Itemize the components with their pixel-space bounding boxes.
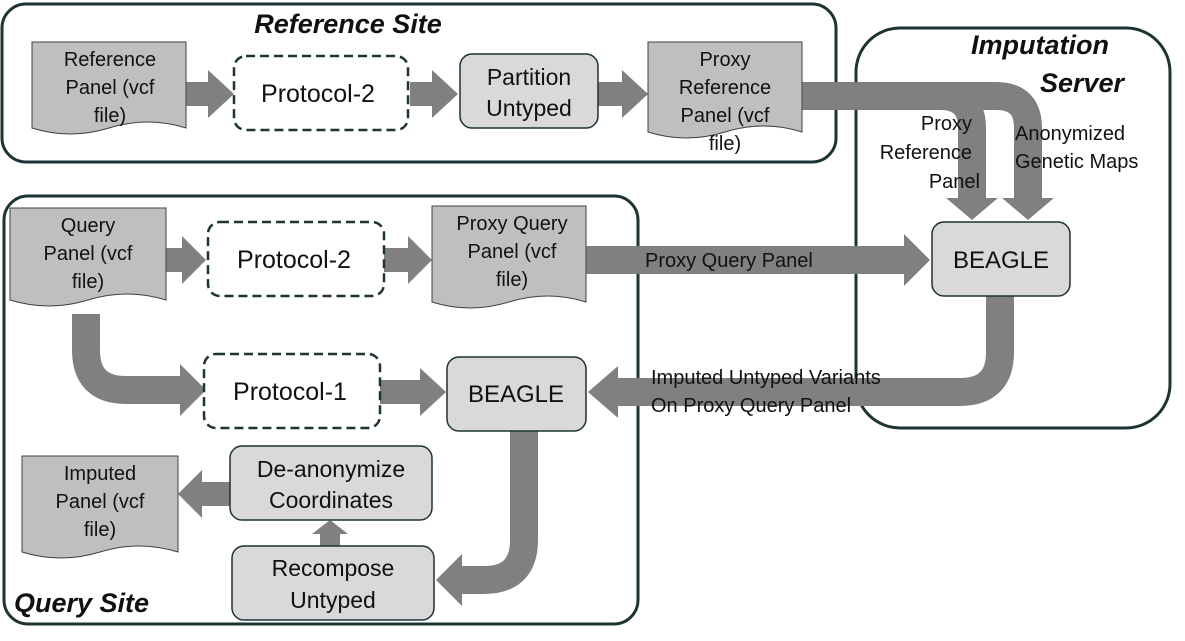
svg-text:Query: Query [61,215,115,237]
proxy-query-arrow-label: Proxy Query Panel [645,250,813,272]
query-panel-doc [9,207,167,307]
svg-text:file): file) [709,133,741,155]
svg-text:Anonymized: Anonymized [1015,123,1125,145]
arrow-refpanel-protocol2 [186,70,234,118]
beagle-to-recompose-arrow [460,430,538,594]
svg-text:Panel (vcf: Panel (vcf [56,491,145,513]
proxy-ref-to-beagle-arrow-b [940,82,1042,198]
reference-site-title: Reference Site [254,9,442,39]
imputation-server-title-line2: Server [1040,68,1126,98]
query-protocol2-label: Protocol-2 [237,246,351,274]
reference-panel-doc [31,41,187,135]
arrow-protocol2-partition [410,70,458,118]
query-protocol1-label: Protocol-1 [233,378,347,406]
imputed-arrow-label: Imputed Untyped Variants On Proxy Query … [651,367,881,417]
svg-text:file): file) [496,269,528,291]
proxy-reference-doc-label: Proxy Reference Panel (vcf file) [679,49,771,155]
svg-text:Imputed: Imputed [64,463,136,485]
svg-text:Reference: Reference [679,77,771,99]
arrowhead-down-a [946,198,998,220]
svg-text:Reference: Reference [880,142,972,164]
arrow-protocol1-beagle [380,368,446,416]
svg-text:Untyped: Untyped [290,587,376,613]
deanonymize-label: De-anonymize Coordinates [257,456,405,513]
flow-arrowheads [180,198,1054,606]
deanonymize-box [229,445,433,521]
server-anonymized-maps-label: Anonymized Genetic Maps [1015,123,1138,173]
svg-text:file): file) [94,105,126,127]
reference-protocol2-label: Protocol-2 [261,80,375,108]
proxy-reference-panel-doc [647,41,803,139]
svg-text:Panel (vcf: Panel (vcf [66,77,155,99]
svg-text:Partition: Partition [487,64,571,90]
arrowhead-left-recompose [436,554,462,606]
svg-text:Panel: Panel [929,171,980,193]
arrow-deanon-imputed [178,470,230,518]
partition-untyped-label: Partition Untyped [486,64,572,121]
arrowhead-left-imputed [588,366,618,418]
svg-text:file): file) [84,519,116,541]
recompose-box [231,545,435,621]
arrow-recompose-deanon [312,520,348,546]
svg-text:Proxy: Proxy [699,49,750,71]
query-site-title: Query Site [14,588,149,618]
svg-text:Genetic Maps: Genetic Maps [1015,151,1138,173]
query-protocol1-box [202,352,382,430]
svg-text:Imputed Untyped Variants: Imputed Untyped Variants [651,367,881,389]
flow-arrows [72,82,1042,594]
svg-text:Recompose: Recompose [272,555,395,581]
svg-text:Untyped: Untyped [486,95,572,121]
svg-text:Panel (vcf: Panel (vcf [468,241,557,263]
imputation-server-title-line1: Imputation [971,30,1109,60]
svg-text:Panel (vcf: Panel (vcf [44,243,133,265]
svg-text:On Proxy Query Panel: On Proxy Query Panel [651,395,851,417]
svg-text:file): file) [72,271,104,293]
svg-text:Coordinates: Coordinates [269,487,393,513]
svg-text:De-anonymize: De-anonymize [257,456,405,482]
imputed-panel-doc [21,455,179,559]
arrowhead-down-b [1002,198,1054,220]
svg-text:Proxy: Proxy [921,113,972,135]
arrow-querypanel-protocol2 [166,236,206,284]
reference-panel-doc-label: Reference Panel (vcf file) [64,49,156,127]
recompose-label: Recompose Untyped [272,555,395,613]
partition-untyped-box [459,53,599,129]
query-protocol2-box [206,220,386,298]
svg-text:Proxy Query: Proxy Query [456,213,567,235]
svg-text:Panel (vcf: Panel (vcf [681,105,770,127]
query-panel-doc-label: Query Panel (vcf file) [44,215,133,293]
query-site-region [2,194,640,626]
proxy-query-panel-doc [431,205,587,309]
server-beagle-label: BEAGLE [953,247,1049,274]
server-beagle-box [931,221,1071,297]
server-proxy-reference-label: Proxy Reference Panel [880,113,980,193]
arrowhead-right-protocol1 [180,364,206,416]
imputed-panel-doc-label: Imputed Panel (vcf file) [56,463,145,541]
arrow-protocol2-proxyquery [384,236,432,284]
proxy-query-doc-label: Proxy Query Panel (vcf file) [456,213,567,291]
imputed-return-arrow [618,296,1014,406]
arrow-proxyquery-beagle [586,234,930,286]
arrow-partition-proxyref [598,70,648,118]
svg-text:Reference: Reference [64,49,156,71]
reference-protocol2-box [232,54,410,132]
query-to-protocol1-arrow [72,314,184,404]
query-beagle-label: BEAGLE [468,381,564,408]
query-beagle-box [446,356,587,432]
block-arrows [166,70,930,546]
